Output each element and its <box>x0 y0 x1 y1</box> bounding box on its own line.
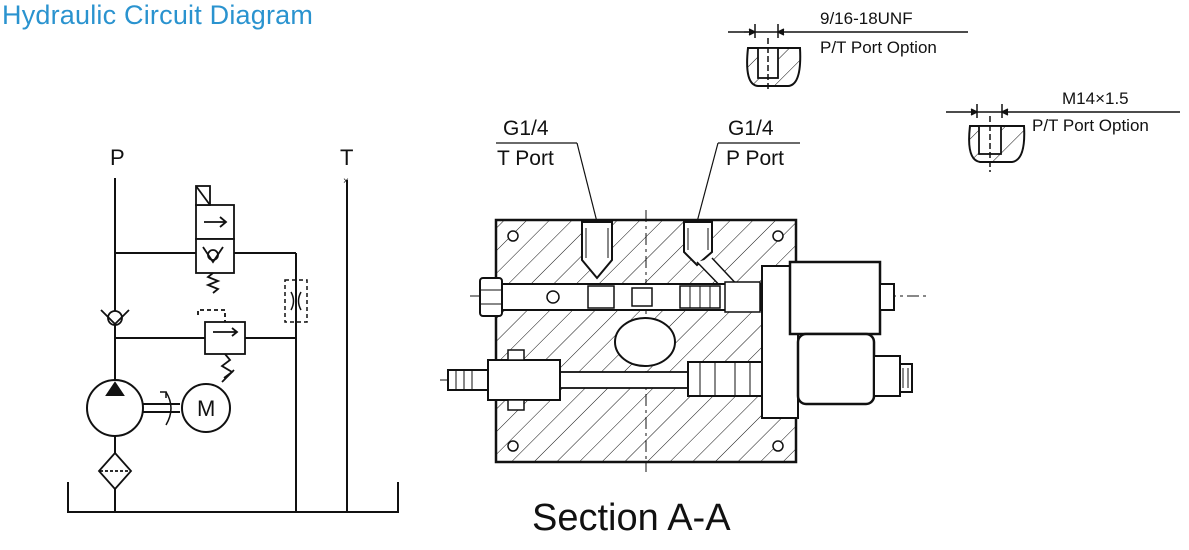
pump-symbol <box>86 379 231 437</box>
option-2-thread: M14×1.5 <box>1062 89 1129 108</box>
manifold-section <box>440 210 930 472</box>
section-caption: Section A-A <box>532 497 731 539</box>
p-label: P <box>110 145 125 170</box>
t-label: T <box>340 145 353 170</box>
p-port-label: P Port <box>726 147 784 170</box>
option-1-thread: 9/16-18UNF <box>820 9 913 28</box>
option-detail-2 <box>946 104 1180 172</box>
t-port-label: T Port <box>497 147 554 170</box>
t-plug-mark: × <box>343 176 349 187</box>
hydraulic-circuit <box>67 178 399 513</box>
filter-symbol <box>97 451 133 491</box>
page-title: Hydraulic Circuit Diagram <box>2 0 314 30</box>
t-port-thread: G1/4 <box>503 117 549 140</box>
motor-label: M <box>197 396 215 421</box>
orifice-symbol <box>284 279 308 323</box>
p-port-thread: G1/4 <box>728 117 774 140</box>
check-valve-symbol <box>100 309 130 326</box>
solenoid-valve-symbol <box>195 185 235 294</box>
option-1-label: P/T Port Option <box>820 38 937 57</box>
option-detail-1 <box>728 24 968 92</box>
port-leaders <box>496 142 800 223</box>
tank-outline <box>67 482 399 513</box>
relief-valve-symbol <box>197 309 246 383</box>
option-2-label: P/T Port Option <box>1032 116 1149 135</box>
